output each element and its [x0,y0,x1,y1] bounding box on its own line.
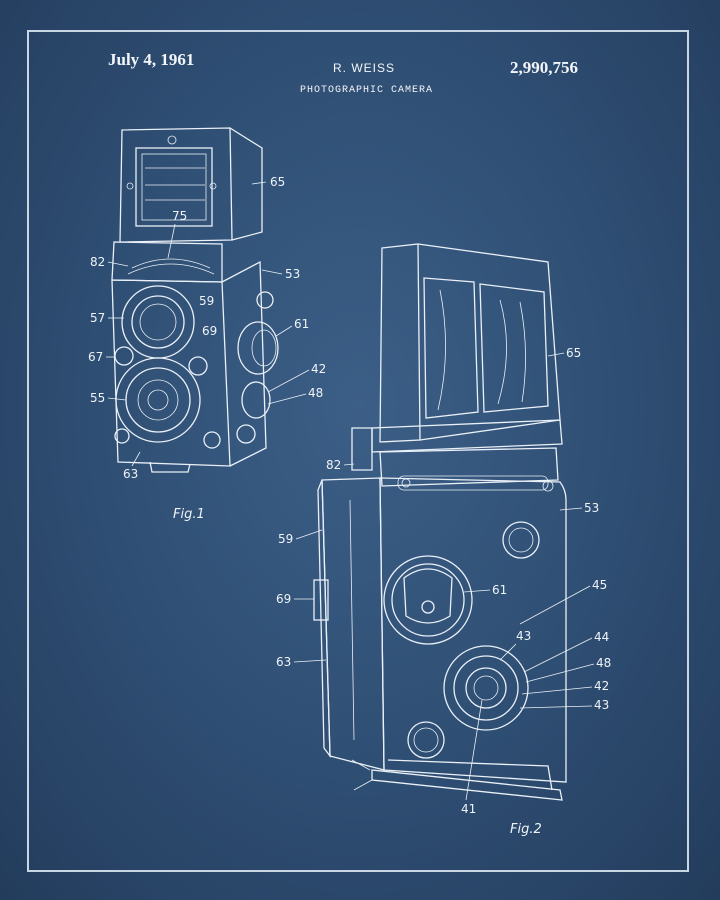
fig1-ref-57: 57 [90,311,105,325]
fig2-ref-61: 61 [492,583,507,597]
fig1-ref-69: 69 [202,324,217,338]
figure-1-label: Fig.1 [173,507,205,522]
fig2-camera-drawing [314,244,566,800]
fig1-ref-53: 53 [285,267,300,281]
fig2-ref-42: 42 [594,679,609,693]
fig1-reference-numbers: 65 75 82 53 59 57 61 69 67 42 48 55 63 [88,175,326,481]
fig2-ref-53: 53 [584,501,599,515]
fig1-ref-42: 42 [311,362,326,376]
fig1-ref-63: 63 [123,467,138,481]
fig1-ref-65: 65 [270,175,285,189]
fig2-ref-65: 65 [566,346,581,360]
figure-2-label: Fig.2 [510,822,542,837]
fig2-ref-41: 41 [461,802,476,816]
fig1-ref-55: 55 [90,391,105,405]
fig1-ref-82: 82 [90,255,105,269]
fig1-ref-48: 48 [308,386,323,400]
fig2-ref-59: 59 [278,532,293,546]
fig2-ref-44: 44 [594,630,609,644]
fig1-ref-61: 61 [294,317,309,331]
fig2-ref-43-bottom: 43 [594,698,609,712]
fig1-ref-67: 67 [88,350,103,364]
fig1-ref-75: 75 [172,209,187,223]
fig1-ref-59: 59 [199,294,214,308]
fig1-camera-drawing [112,128,278,472]
fig2-ref-48: 48 [596,656,611,670]
fig2-ref-45: 45 [592,578,607,592]
fig2-ref-82: 82 [326,458,341,472]
fig2-ref-43-top: 43 [516,629,531,643]
fig2-ref-69: 69 [276,592,291,606]
fig2-ref-63: 63 [276,655,291,669]
